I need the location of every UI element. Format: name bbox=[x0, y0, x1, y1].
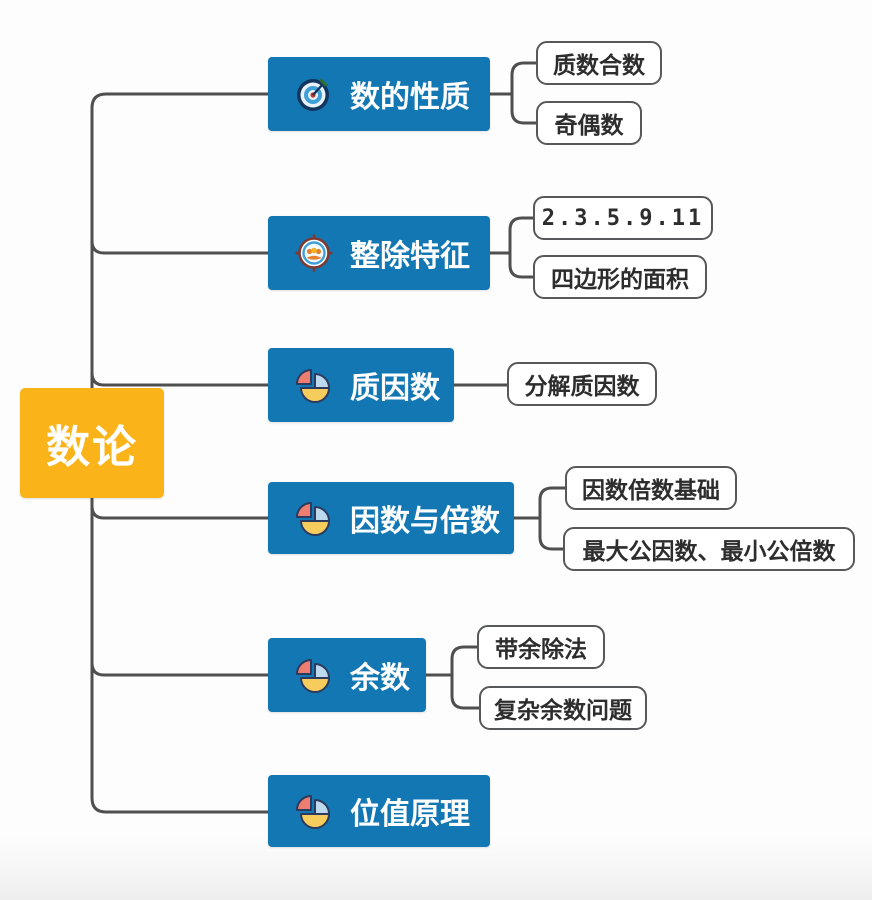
connector-branch-4 bbox=[90, 504, 270, 520]
leaf-label: 四边形的面积 bbox=[551, 266, 689, 292]
leaf-label: 分解质因数 bbox=[524, 373, 640, 399]
branch-node-remainders[interactable]: 余数 bbox=[268, 638, 426, 712]
leaf-node-complex-remainder-problems[interactable]: 复杂余数问题 bbox=[479, 686, 647, 730]
leaf-node-odd-even[interactable]: 奇偶数 bbox=[536, 101, 642, 145]
branch-node-factors-and-multiples[interactable]: 因数与倍数 bbox=[268, 482, 514, 554]
leaf-label: 带余除法 bbox=[495, 636, 587, 662]
leaf-label: 复杂余数问题 bbox=[494, 697, 632, 723]
connector-branch-5 bbox=[90, 661, 270, 677]
branch-label: 余数 bbox=[350, 662, 410, 695]
pie-chart-icon bbox=[294, 655, 334, 695]
leaf-node-gcf-lcm[interactable]: 最大公因数、最小公倍数 bbox=[563, 527, 855, 571]
leaf-node-quadrilateral-area[interactable]: 四边形的面积 bbox=[533, 255, 707, 299]
leaf-node-factor-multiple-basics[interactable]: 因数倍数基础 bbox=[565, 466, 737, 510]
leaf-label: 质数合数 bbox=[553, 52, 645, 78]
pie-chart-icon bbox=[294, 791, 334, 831]
branch-label: 质因数 bbox=[350, 372, 440, 405]
leaf-node-prime-factorization[interactable]: 分解质因数 bbox=[507, 362, 657, 406]
leaf-label: 2.3.5.9.11 bbox=[541, 205, 705, 231]
branch-label: 因数与倍数 bbox=[350, 505, 500, 538]
root-node-number-theory[interactable]: 数论 bbox=[20, 388, 164, 498]
dartboard-icon bbox=[294, 74, 334, 114]
branch-label: 数的性质 bbox=[350, 81, 470, 114]
scope-icon bbox=[294, 233, 334, 273]
connector-leafgroup-4 bbox=[512, 486, 567, 551]
connector-leafgroup-2 bbox=[488, 216, 535, 279]
connector-branch-2 bbox=[90, 239, 270, 255]
branch-node-number-properties[interactable]: 数的性质 bbox=[268, 57, 490, 131]
connector-leafgroup-5 bbox=[424, 645, 481, 710]
branch-node-divisibility-rules[interactable]: 整除特征 bbox=[268, 216, 490, 290]
leaf-node-division-with-remainder[interactable]: 带余除法 bbox=[477, 625, 605, 669]
connector-branch-3 bbox=[90, 371, 270, 387]
leaf-label: 最大公因数、最小公倍数 bbox=[582, 538, 836, 564]
connector-leafgroup-1 bbox=[488, 61, 538, 125]
branch-label: 位值原理 bbox=[350, 798, 470, 831]
root-label: 数论 bbox=[46, 423, 138, 472]
branch-label: 整除特征 bbox=[350, 240, 470, 273]
pie-chart-icon bbox=[294, 365, 334, 405]
branch-node-prime-factors[interactable]: 质因数 bbox=[268, 348, 454, 422]
leaf-node-primes-composites[interactable]: 质数合数 bbox=[536, 41, 662, 85]
leaf-label: 因数倍数基础 bbox=[582, 477, 720, 503]
branch-node-place-value-principle[interactable]: 位值原理 bbox=[268, 775, 490, 847]
pie-chart-icon bbox=[294, 498, 334, 538]
leaf-label: 奇偶数 bbox=[554, 112, 624, 138]
leaf-node-divisibility-numbers[interactable]: 2.3.5.9.11 bbox=[533, 196, 713, 240]
